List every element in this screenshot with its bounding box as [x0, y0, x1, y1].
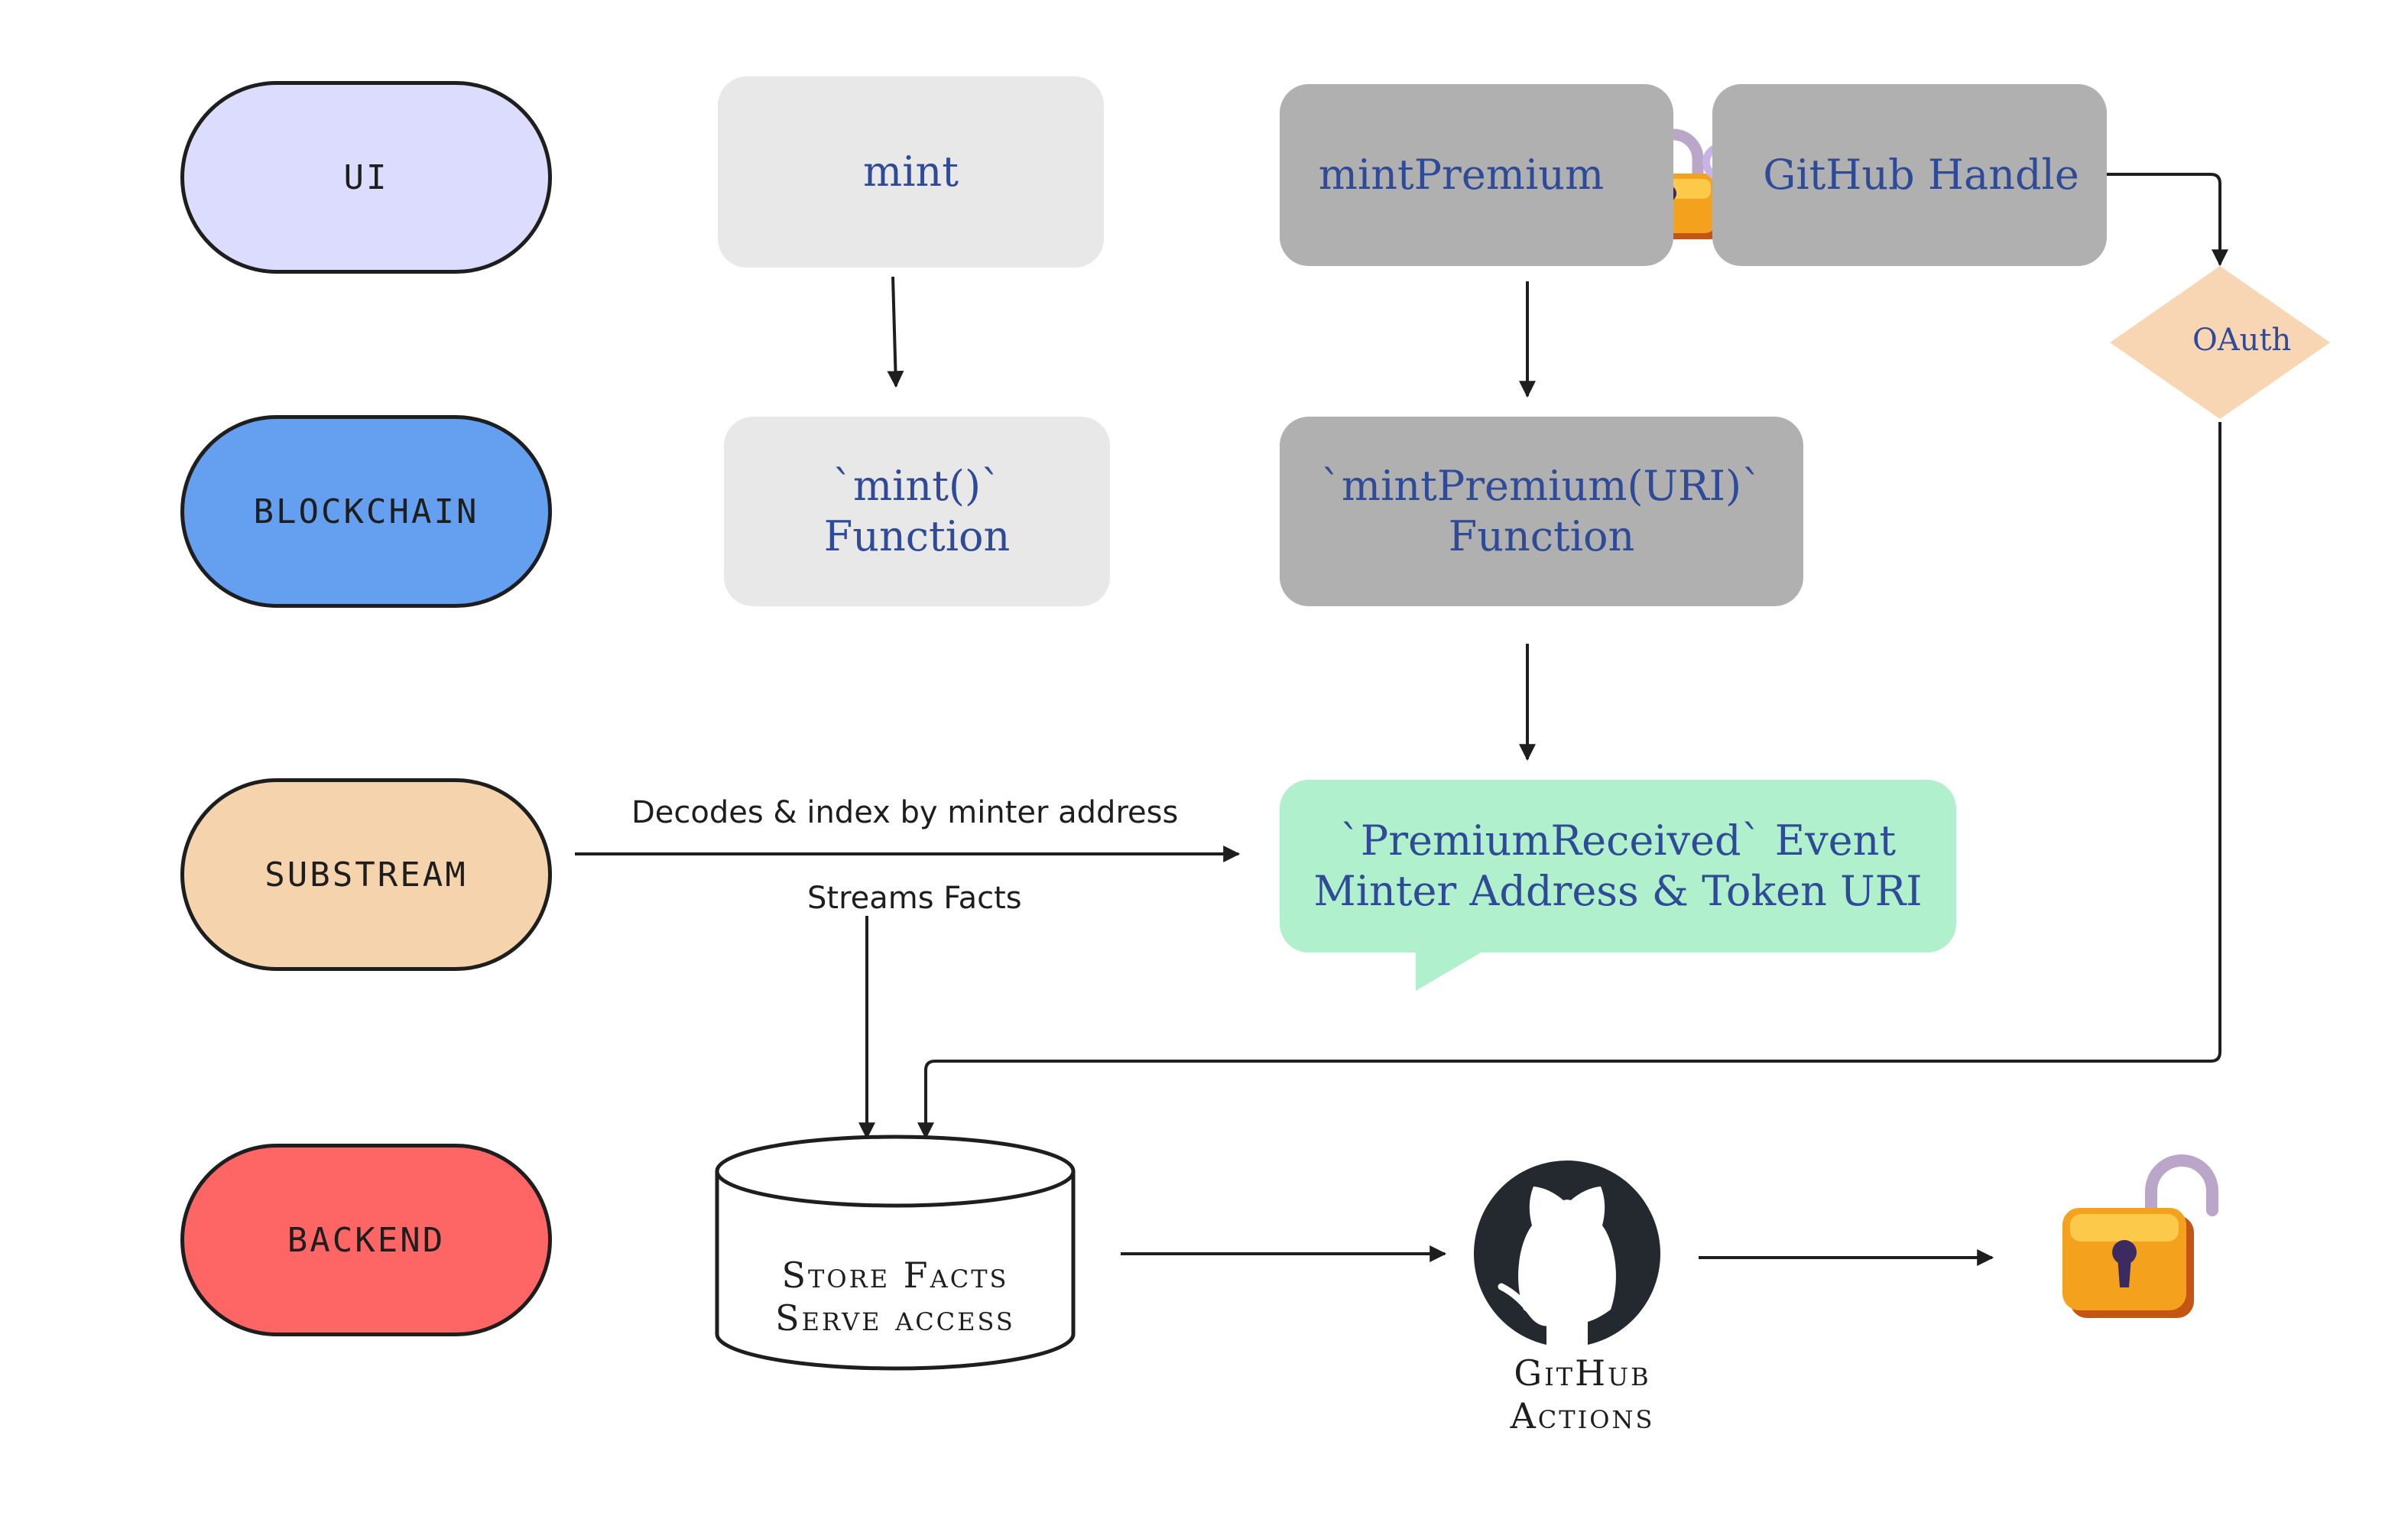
github-actions-label: GitHub Actions	[1437, 1352, 1728, 1437]
store-facts-line2: Serve access	[775, 1297, 1015, 1339]
github-octocat-icon	[1474, 1161, 1660, 1347]
lane-backend-label: BACKEND	[287, 1220, 446, 1260]
node-mint: mint	[718, 76, 1104, 268]
unlocked-padlock-icon	[2062, 1154, 2218, 1318]
node-mint-function-line2: Function	[823, 512, 1011, 560]
arrow-handle-to-oauth	[2088, 173, 2228, 267]
lane-ui-label: UI	[343, 157, 389, 197]
arrow-oauth-to-store	[917, 422, 2221, 1140]
node-mint-function-line1: `mint()`	[832, 462, 1002, 510]
github-actions-line1: GitHub	[1514, 1352, 1651, 1394]
github-actions-line2: Actions	[1510, 1395, 1655, 1436]
edge-label-streams: Streams Facts	[807, 881, 1022, 916]
node-mint-premium-function-line1: `mintPremium(URI)`	[1320, 462, 1763, 510]
node-mint-premium-function: `mintPremium(URI)` Function	[1280, 417, 1803, 606]
node-mint-function: `mint()` Function	[724, 417, 1110, 606]
lane-blockchain: BLOCKCHAIN	[180, 415, 552, 608]
node-event-line2: Minter Address & Token URI	[1313, 867, 1923, 915]
lane-backend: BACKEND	[180, 1144, 552, 1336]
lane-substream-label: SUBSTREAM	[264, 855, 468, 894]
arrow-mint-to-mint-function	[887, 276, 904, 388]
node-github-handle-label: GitHub Handle	[1763, 151, 2079, 199]
node-mint-label: mint	[863, 148, 959, 196]
node-premium-received-event: `PremiumReceived` Event Minter Address &…	[1280, 780, 1956, 953]
node-mint-premium: mintPremium	[1280, 84, 1673, 266]
node-event-line1: `PremiumReceived` Event	[1339, 816, 1897, 865]
lane-ui: UI	[180, 81, 552, 274]
store-facts-label: Store Facts Serve access	[717, 1254, 1073, 1339]
database-cylinder	[715, 1135, 1076, 1371]
oauth-label: OAuth	[2192, 323, 2292, 358]
node-github-handle: GitHub Handle	[1712, 84, 2107, 266]
node-mint-premium-label: mintPremium	[1318, 151, 1605, 199]
node-mint-premium-function-line2: Function	[1448, 512, 1635, 560]
lane-substream: SUBSTREAM	[180, 778, 552, 971]
lane-blockchain-label: BLOCKCHAIN	[253, 492, 479, 531]
store-facts-line1: Store Facts	[781, 1255, 1009, 1296]
edge-label-decodes: Decodes & index by minter address	[631, 795, 1179, 830]
oauth-diamond	[2110, 266, 2330, 419]
